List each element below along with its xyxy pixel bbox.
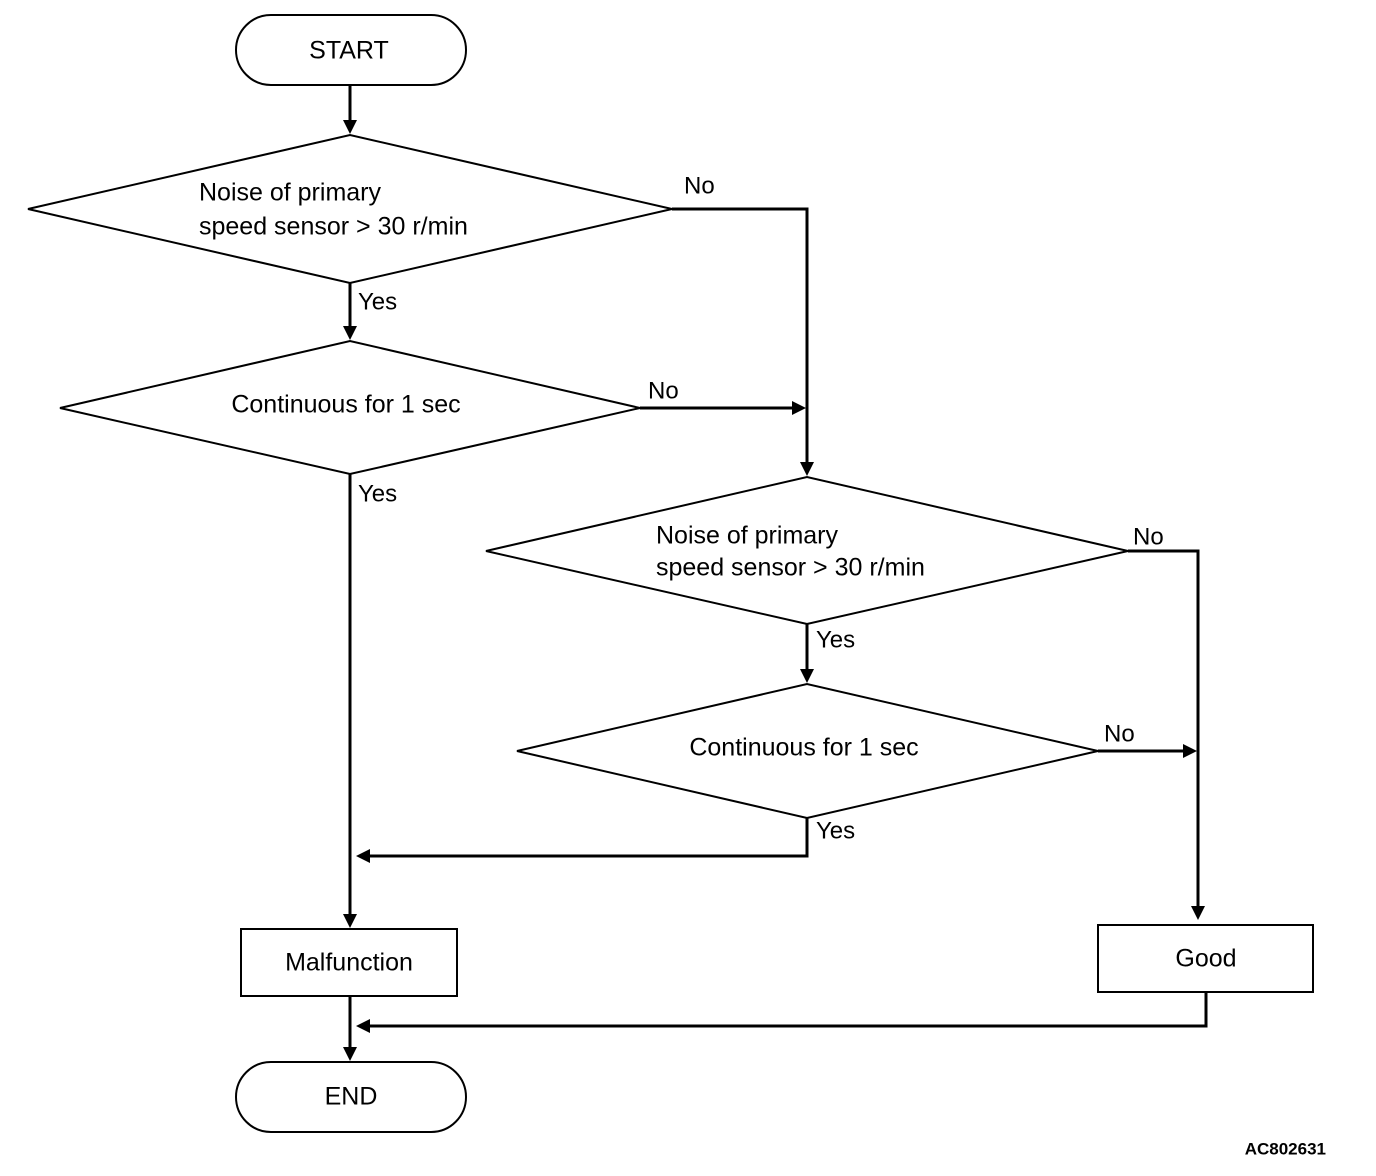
start-terminator: START (235, 14, 467, 86)
arrowhead (356, 849, 370, 863)
decision-4-no-label: No (1104, 720, 1135, 747)
decision-1: Noise of primary speed sensor > 30 r/min (27, 133, 673, 285)
end-label: END (325, 1083, 378, 1111)
decision-4-shape (516, 682, 1099, 820)
decision-3-line1: Noise of primary (656, 522, 838, 550)
decision-1-line1: Noise of primary (199, 179, 381, 207)
decision-3-line2: speed sensor > 30 r/min (656, 554, 925, 582)
arrowhead (800, 462, 814, 476)
decision-3: Noise of primary speed sensor > 30 r/min (485, 475, 1129, 626)
decision-2-shape (59, 339, 641, 476)
decision-3-shape (485, 475, 1129, 626)
good-box: Good (1097, 924, 1314, 993)
decision-1-yes-label: Yes (358, 288, 397, 315)
arrowhead (1191, 906, 1205, 920)
arrowhead (343, 914, 357, 928)
decision-3-yes-label: Yes (816, 626, 855, 653)
arrowhead (343, 120, 357, 134)
end-shape (235, 1061, 467, 1133)
connector-good-to-end (368, 993, 1208, 1028)
decision-1-shape (27, 133, 673, 285)
decision-4-label: Continuous for 1 sec (689, 734, 918, 762)
arrowhead (343, 1047, 357, 1061)
connector-decision4-yes (368, 818, 809, 858)
malfunction-shape (240, 928, 458, 997)
decision-4-yes-label: Yes (816, 817, 855, 844)
decision-2: Continuous for 1 sec (59, 339, 641, 476)
arrowhead (800, 669, 814, 683)
malfunction-box: Malfunction (240, 928, 458, 997)
arrowhead (1183, 744, 1197, 758)
arrowhead (356, 1019, 370, 1033)
decision-1-line2: speed sensor > 30 r/min (199, 213, 468, 241)
end-terminator: END (235, 1061, 467, 1133)
malfunction-label: Malfunction (285, 949, 413, 977)
start-label: START (309, 37, 389, 65)
connector-decision3-no (1128, 549, 1200, 908)
start-shape (235, 14, 467, 86)
decision-3-no-label: No (1133, 523, 1164, 550)
connectors (343, 86, 1208, 1061)
edge-labels: No Yes No Yes No Yes No Yes (358, 172, 1164, 844)
decision-2-yes-label: Yes (358, 480, 397, 507)
good-label: Good (1175, 945, 1236, 973)
arrowhead (343, 326, 357, 340)
decision-1-no-label: No (684, 172, 715, 199)
decision-2-no-label: No (648, 377, 679, 404)
connector-decision1-no (672, 207, 809, 464)
good-shape (1097, 924, 1314, 993)
decision-4: Continuous for 1 sec (516, 682, 1099, 820)
arrowhead (792, 401, 806, 415)
decision-2-label: Continuous for 1 sec (231, 391, 460, 419)
figure-id: AC802631 (1245, 1139, 1326, 1158)
